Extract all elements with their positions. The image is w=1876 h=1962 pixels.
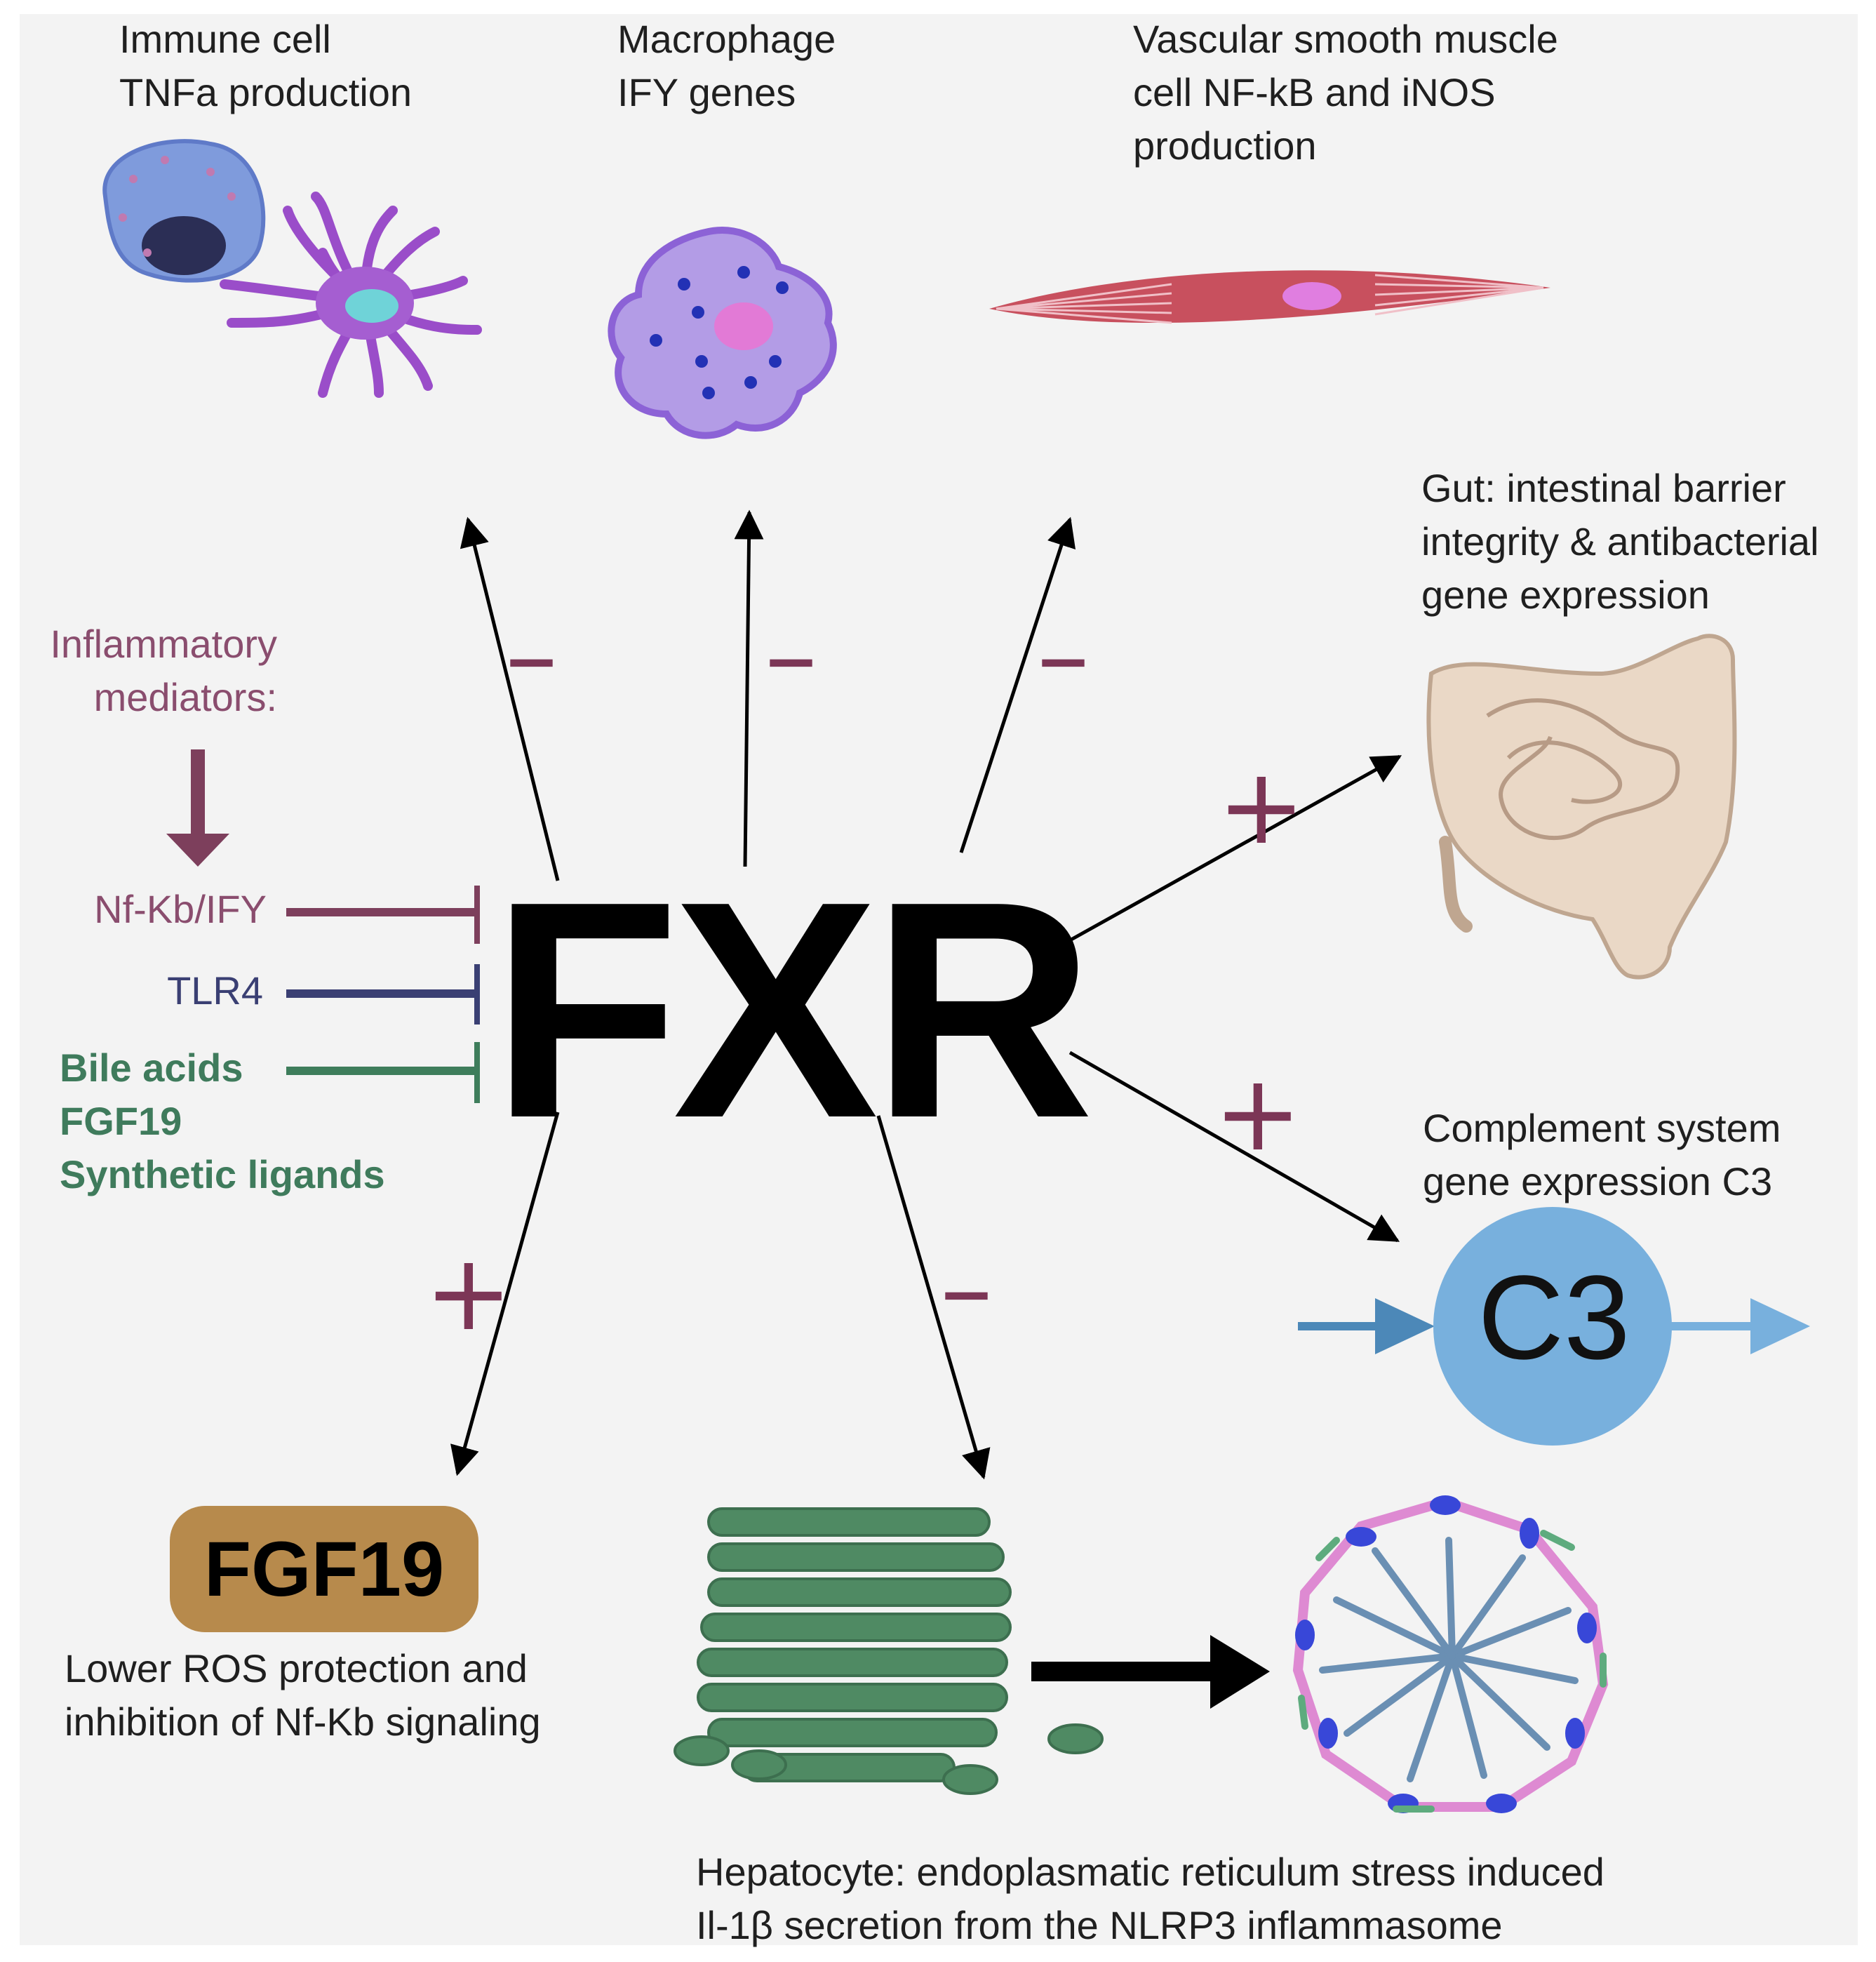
smooth-muscle-cell-icon (989, 270, 1550, 324)
arrow-macrophage (734, 509, 764, 867)
label-immune: Immune cell TNFa production (119, 17, 413, 114)
label-gut: Gut: intestinal barrier integrity & anti… (1421, 466, 1819, 617)
label-inflammatory: Inflammatory mediators: (50, 622, 277, 719)
sign-macrophage: – (765, 595, 817, 717)
er-to-inflammasome-arrow (1031, 1635, 1270, 1709)
label-tlr4: TLR4 (167, 968, 263, 1013)
label-macrophage: Macrophage IFY genes (617, 17, 836, 114)
sign-complement: + (1214, 1053, 1302, 1175)
arrow-complement (1068, 1050, 1400, 1243)
inhibition-bars (286, 886, 480, 1103)
label-ligands: Bile acids FGF19 Synthetic ligands (60, 1046, 385, 1196)
arrow-immune (460, 516, 560, 881)
sign-hepatocyte: – (940, 1228, 993, 1350)
c3-label: C3 (1478, 1251, 1630, 1384)
endoplasmic-reticulum-icon (674, 1507, 1104, 1795)
sign-fgf19: + (424, 1232, 513, 1354)
macrophage-icon (608, 227, 837, 439)
label-hepatocyte: Hepatocyte: endoplasmatic reticulum stre… (696, 1850, 1604, 1947)
sign-gut: + (1217, 746, 1306, 868)
label-fgf19-desc: Lower ROS protection and inhibition of N… (65, 1646, 541, 1744)
inflammasome-icon (1292, 1495, 1609, 1813)
intestine-icon (1426, 634, 1737, 980)
arrow-vsmc (959, 516, 1076, 853)
label-vsmc: Vascular smooth muscle cell NF-kB and iN… (1133, 17, 1558, 168)
inflammatory-down-arrow (166, 749, 229, 867)
sign-immune: – (505, 595, 558, 717)
arrow-hepatocyte (876, 1115, 991, 1480)
sign-vsmc: – (1037, 595, 1090, 717)
label-nfkb: Nf-Kb/IFY (94, 887, 267, 931)
arrow-fgf19 (450, 1112, 560, 1476)
c3-circle-icon (1298, 1207, 1810, 1446)
label-complement: Complement system gene expression C3 (1423, 1106, 1781, 1203)
fxr-center-label: FXR (491, 838, 1094, 1182)
dendritic-cell-icon (220, 192, 482, 398)
arrow-gut (1068, 754, 1402, 942)
immune-cell-icon (102, 139, 266, 283)
fgf19-box: FGF19 (170, 1506, 478, 1632)
effect-arrows (450, 509, 1402, 1480)
